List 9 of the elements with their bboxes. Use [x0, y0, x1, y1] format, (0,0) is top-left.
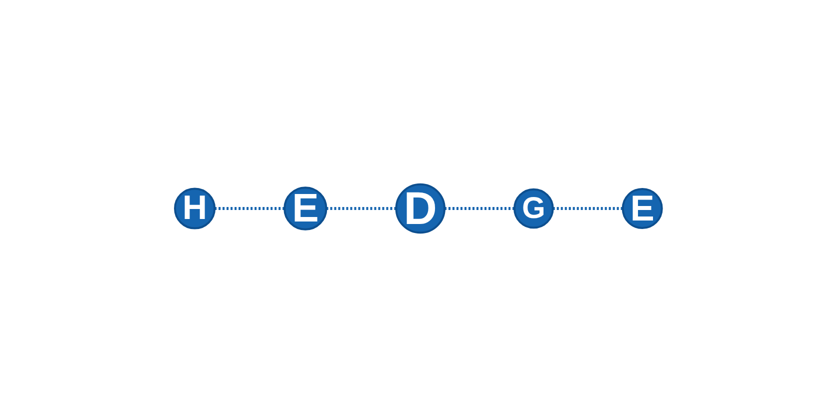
- node-circle: E: [621, 188, 662, 228]
- node-circle: E: [283, 186, 327, 230]
- node-circle: G: [513, 188, 554, 228]
- connector: [326, 206, 396, 210]
- node-circle: H: [174, 187, 216, 229]
- connector: [444, 206, 514, 210]
- connector: [552, 206, 622, 210]
- connector: [214, 206, 284, 210]
- node-circle: D: [394, 182, 446, 234]
